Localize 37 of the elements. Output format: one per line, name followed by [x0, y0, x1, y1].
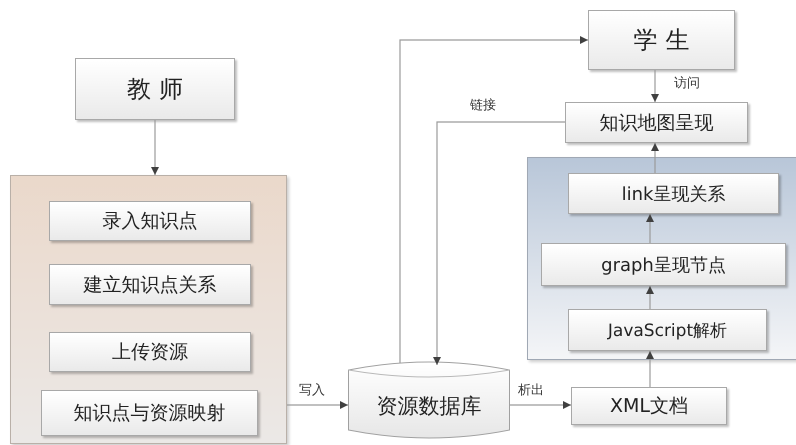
node-label: link呈现关系: [622, 182, 726, 206]
node-label: 学 生: [634, 25, 690, 56]
node-label: JavaScript解析: [608, 320, 728, 342]
arrow: [433, 121, 565, 365]
arrow: [646, 286, 654, 309]
group-panel: [10, 175, 287, 444]
arrow: [651, 70, 659, 102]
process-box: [49, 332, 251, 372]
node-label: graph呈现节点: [601, 254, 726, 276]
process-box: [588, 10, 735, 70]
process-box: [75, 58, 235, 120]
arrow: [287, 401, 348, 409]
process-box: [568, 173, 779, 214]
arrow: [651, 143, 659, 173]
process-box: [41, 390, 258, 436]
edge-label: 写入: [297, 381, 327, 399]
arrow: [151, 120, 159, 175]
node-label: 录入知识点: [102, 209, 198, 234]
arrow: [646, 351, 654, 387]
process-box: [541, 243, 786, 286]
process-box: [49, 264, 251, 305]
node-label: XML文档: [610, 394, 688, 419]
arrow: [399, 36, 588, 363]
process-box: [565, 102, 748, 143]
process-box: [49, 201, 251, 241]
arrow: [646, 214, 654, 243]
node-label: 教 师: [127, 74, 183, 105]
node-label: 知识点与资源映射: [74, 401, 226, 426]
node-label: 建立知识点关系: [84, 272, 216, 298]
node-label: 上传资源: [112, 340, 188, 365]
process-box: [568, 309, 767, 351]
edge-label: 访问: [672, 74, 702, 92]
edge-label: 链接: [468, 96, 498, 114]
group-panel: [527, 157, 796, 360]
process-box: [571, 387, 727, 425]
node-label: 知识地图呈现: [600, 110, 714, 136]
arrow: [510, 401, 571, 409]
